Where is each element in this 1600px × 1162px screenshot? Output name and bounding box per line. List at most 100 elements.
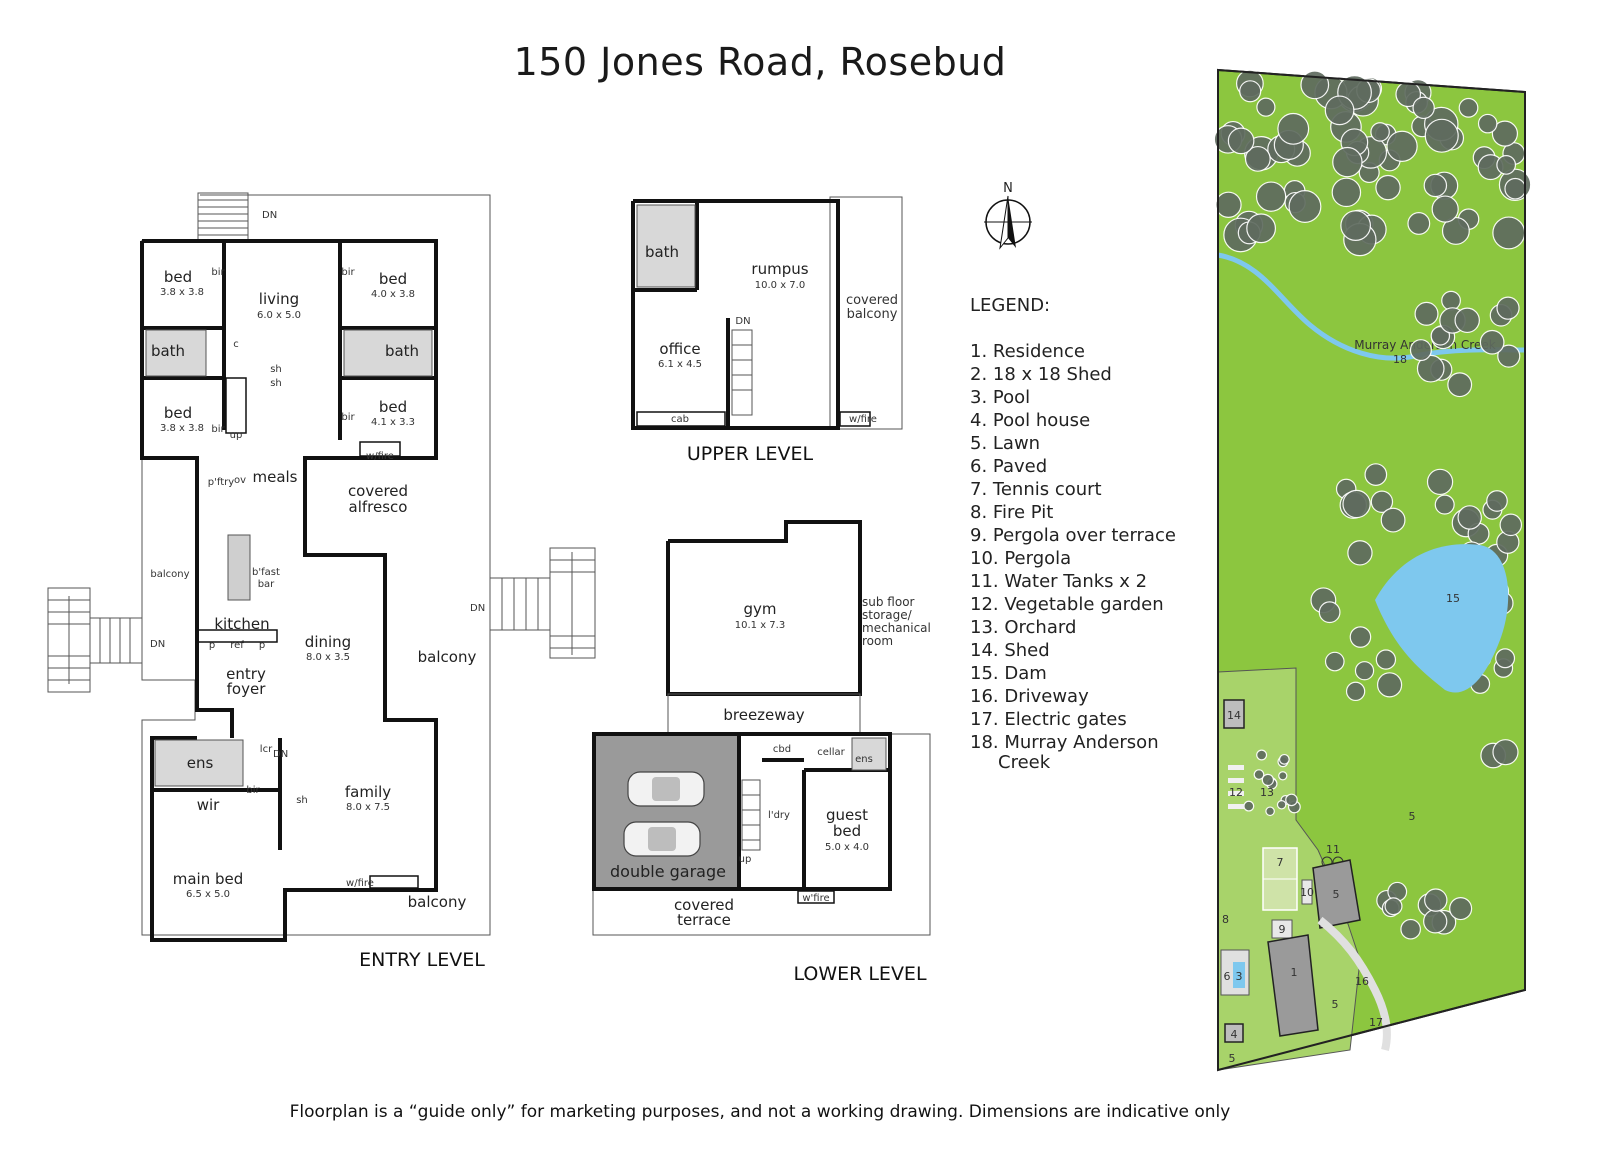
foyer-label-2: foyer [227, 680, 267, 698]
tree-icon [1227, 127, 1255, 155]
shelf-label-3: sh [296, 795, 308, 806]
tree-icon [1256, 749, 1268, 761]
subfloor-1: sub floor [862, 595, 915, 609]
tree-icon [1407, 212, 1431, 235]
tree-icon [1479, 329, 1505, 355]
tree-icon [1265, 806, 1275, 817]
page-title: 150 Jones Road, Rosebud [513, 40, 1007, 84]
upper-level-title: UPPER LEVEL [687, 443, 814, 465]
gates-num: 17 [1369, 1016, 1383, 1029]
firepit-num: 8 [1222, 913, 1229, 926]
bed3-dim: 3.8 x 3.8 [160, 423, 204, 434]
ens-label: ens [187, 754, 214, 772]
shed-num: 14 [1227, 709, 1241, 722]
tree-icon [1454, 307, 1480, 334]
tree-icon [1416, 354, 1445, 383]
terrace-label-1: covered [674, 896, 734, 914]
alfresco-label-2: alfresco [349, 498, 408, 516]
tree-icon [1370, 490, 1394, 513]
north-arrow-icon: N [984, 181, 1032, 250]
tree-icon [1424, 118, 1459, 153]
tree-icon [1426, 468, 1454, 496]
laundry-label: l'dry [768, 810, 790, 821]
tree-icon [1395, 81, 1422, 108]
lower-wfire-label: w'fire [802, 893, 829, 904]
tree-icon [1441, 216, 1470, 245]
stairs-right [489, 547, 596, 659]
up-label: up [230, 430, 243, 441]
site-plan: Murray Anderson Creek 18 15 5 14 12 13 7… [1213, 68, 1532, 1072]
alfresco-label-1: covered [348, 482, 408, 500]
tree-icon [1431, 195, 1459, 223]
tree-icon [1449, 897, 1473, 921]
tree-icon [1496, 155, 1517, 175]
tree-icon [1400, 918, 1421, 940]
tree-icon [1256, 97, 1276, 117]
wfire-label-2: w/fire [346, 878, 374, 889]
upper-stairs [731, 329, 753, 416]
tree-canopy-creek [1409, 290, 1521, 398]
bed3-label: bed [164, 404, 192, 422]
tree-icon [1380, 507, 1406, 533]
legend-item: 7. Tennis court [970, 479, 1102, 500]
legend-heading: LEGEND: [970, 295, 1050, 316]
subfloor-4: room [862, 634, 893, 648]
tree-icon [1288, 190, 1322, 223]
legend-item: 5. Lawn [970, 433, 1040, 454]
tree-icon [1424, 888, 1448, 912]
tree-icon [1496, 296, 1520, 320]
legend-item: 14. Shed [970, 640, 1050, 661]
paved-num: 6 [1224, 970, 1231, 983]
dn-label-inner: DN [273, 749, 288, 760]
lawn-num: 5 [1409, 810, 1416, 823]
legend-item: 6. Paved [970, 456, 1047, 477]
tree-icon [1492, 739, 1519, 766]
tree-icon [1491, 120, 1519, 147]
tree-icon [1215, 191, 1242, 218]
tree-icon [1457, 505, 1482, 530]
poolhouse-lawn-num: 5 [1333, 888, 1340, 901]
guest-bed-dim: 5.0 x 4.0 [825, 842, 869, 853]
legend-item: 16. Driveway [970, 686, 1089, 707]
bir-5: bir [246, 785, 260, 796]
p-label-2: p [259, 640, 265, 651]
tree-icon [1318, 601, 1341, 624]
tree-icon [1331, 177, 1362, 208]
subfloor-2: storage/ [862, 608, 913, 622]
pantry-label: p'ftry [208, 477, 234, 488]
cellar-label: cellar [817, 747, 845, 758]
dining-label: dining [305, 633, 351, 651]
upper-level-plan: bath rumpus 10.0 x 7.0 covered balcony o… [631, 196, 903, 465]
tree-icon [1349, 626, 1372, 648]
rumpus-dim: 10.0 x 7.0 [755, 280, 805, 291]
legend: LEGEND: 1. Residence 2. 18 x 18 Shed 3. … [970, 295, 1176, 773]
cupboard-label: c [233, 339, 239, 350]
wir-label: wir [197, 796, 220, 814]
covered-balcony-2: balcony [847, 307, 898, 322]
double-garage-label: double garage [610, 862, 726, 881]
tree-icon [1375, 649, 1397, 670]
legend-item: 2. 18 x 18 Shed [970, 364, 1112, 385]
wfire-label-1: w/fire [366, 451, 394, 462]
main-bed-label: main bed [173, 870, 244, 888]
covered-balcony-1: covered [846, 293, 898, 308]
lower-ens-label: ens [855, 754, 873, 765]
legend-item: 3. Pool [970, 387, 1030, 408]
lower-stairs [741, 779, 761, 851]
bed2-label: bed [379, 270, 407, 288]
tree-icon [1345, 681, 1366, 702]
tree-icon [1347, 540, 1373, 566]
creek-num: 18 [1393, 353, 1407, 366]
bath2-label: bath [385, 342, 419, 360]
orchard-num: 13 [1260, 786, 1274, 799]
bir-4: bir [341, 412, 355, 423]
tree-icon [1354, 661, 1375, 681]
legend-item: 8. Fire Pit [970, 502, 1053, 523]
tree-icon [1495, 648, 1516, 669]
tree-icon [1261, 773, 1275, 787]
creek-line [1217, 252, 1526, 361]
meals-label: meals [252, 468, 297, 486]
tree-icon [1370, 122, 1390, 142]
balcony-right-label: balcony [418, 648, 477, 666]
tanks-num: 11 [1326, 843, 1340, 856]
